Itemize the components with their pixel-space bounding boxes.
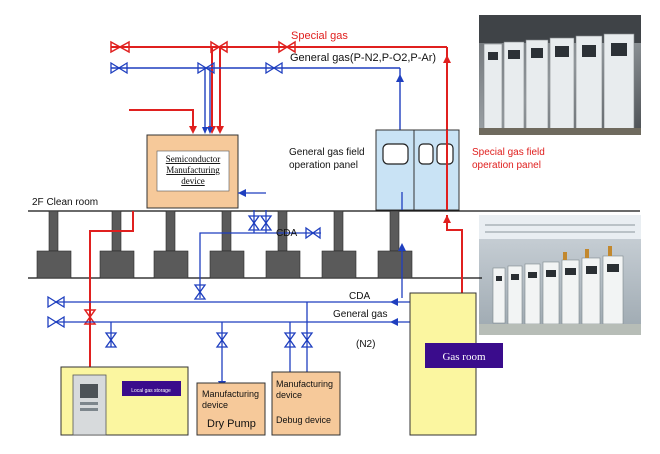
- cda-upper-valves: [193, 215, 321, 300]
- manufacturing-device-debug: Manufacturing device Debug device: [271, 371, 341, 436]
- gas-room: Gas room: [409, 292, 503, 436]
- semi-label-3: device: [181, 176, 204, 186]
- top-photo: [479, 15, 641, 135]
- mfg2-label-2: device: [276, 390, 302, 400]
- gas-room-label: Gas room: [442, 351, 486, 363]
- semi-label-1: Semiconductor: [166, 154, 221, 164]
- cda-lower-label: CDA: [349, 291, 370, 302]
- general-panel-label-1: General gas field: [289, 147, 365, 158]
- special-panel-label-1: Special gas field: [472, 147, 545, 158]
- special-panel-label-2: operation panel: [472, 160, 541, 171]
- cda-upper-arrows: [238, 189, 406, 251]
- n2-label: (N2): [356, 339, 375, 350]
- special-riser-valve: [83, 309, 97, 325]
- bottom-photo: [479, 215, 641, 335]
- debug-device-label: Debug device: [276, 415, 331, 425]
- special-riser-arrows: [443, 215, 451, 223]
- floor-pillars: [36, 210, 413, 279]
- clean-room-label: 2F Clean room: [32, 197, 98, 208]
- mfg2-label-1: Manufacturing: [276, 379, 333, 389]
- special-gas-label: Special gas: [291, 30, 348, 42]
- local-gas-storage: Local gas storage: [60, 366, 189, 436]
- semi-label-2: Manufacturing: [166, 165, 220, 175]
- cda-upper-label: CDA: [276, 228, 297, 239]
- gas-storage-label: Local gas storage: [131, 388, 171, 394]
- manufacturing-device-dry-pump: Manufacturing device Dry Pump: [196, 382, 266, 436]
- general-gas-label: General gas(P-N2,P-O2,P-Ar): [290, 52, 436, 64]
- mfg1-label-1: Manufacturing: [202, 389, 259, 399]
- mfg1-label-2: device: [202, 400, 228, 410]
- general-gas-arrows: [202, 74, 404, 134]
- lower-valves: [47, 295, 314, 348]
- special-gas-arrows: [189, 55, 451, 134]
- general-gas-line: [111, 67, 401, 131]
- top-valves: [110, 40, 296, 75]
- general-gas-lower-label: General gas: [333, 309, 387, 320]
- dry-pump-label: Dry Pump: [207, 418, 256, 430]
- general-panel-label-2: operation panel: [289, 160, 358, 171]
- cda-upper-line: [199, 192, 403, 298]
- gas-field-operation-panel: [375, 129, 460, 211]
- semiconductor-device: Semiconductor Manufacturing device: [146, 134, 239, 209]
